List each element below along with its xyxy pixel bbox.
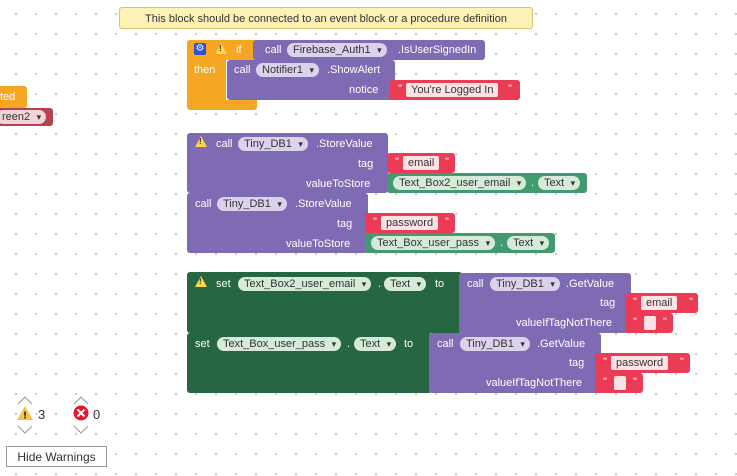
getter-property-dropdown[interactable]: Text — [538, 176, 581, 190]
set-target-dropdown[interactable]: Text_Box2_user_email — [238, 277, 372, 291]
default-value[interactable] — [644, 316, 656, 330]
value-to-store-label: valueToStore — [286, 238, 351, 250]
store-method: .StoreValue — [316, 138, 373, 150]
tag-value[interactable]: email — [641, 296, 678, 310]
set-label: set — [195, 338, 210, 350]
warning-prev-chevron-icon[interactable] — [17, 395, 33, 405]
tag-value[interactable]: email — [403, 156, 440, 170]
tag-label: tag — [337, 218, 353, 230]
notice-value[interactable]: You're Logged In — [406, 83, 499, 97]
tag-label: tag — [569, 357, 585, 369]
svg-text:!: ! — [23, 411, 28, 422]
open-quote: " — [633, 316, 637, 328]
set-property-dropdown[interactable]: Text — [384, 277, 427, 291]
call-label: call — [216, 138, 233, 150]
store-component-dropdown[interactable]: Tiny_DB1 — [217, 197, 287, 211]
set-label: set — [216, 278, 231, 290]
warning-tooltip: This block should be connected to an eve… — [119, 7, 533, 29]
store-method: .StoreValue — [295, 198, 352, 210]
warning-icon: ! — [195, 276, 207, 287]
value-to-store-label: valueToStore — [306, 178, 371, 190]
tag-value[interactable]: password — [381, 216, 439, 230]
open-quote: " — [603, 376, 607, 388]
firebase-method: .IsUserSignedIn — [398, 44, 477, 56]
firebase-component-dropdown[interactable]: Firebase_Auth1 — [287, 43, 387, 57]
hide-warnings-button[interactable]: Hide Warnings — [6, 446, 107, 467]
default-label: valueIfTagNotThere — [486, 377, 582, 389]
partial-screen-block[interactable]: reen2 — [0, 108, 53, 126]
tag-value[interactable]: password — [611, 356, 669, 370]
close-quote: " — [445, 216, 449, 228]
getvalue-component-dropdown[interactable]: Tiny_DB1 — [460, 337, 530, 351]
warning-icon: ! — [215, 43, 227, 54]
default-value[interactable] — [614, 376, 626, 390]
notifier-component-dropdown[interactable]: Notifier1 — [256, 63, 319, 77]
tag-label: tag — [600, 297, 616, 309]
errors-count: 0 — [93, 407, 101, 422]
call-label: call — [265, 44, 282, 56]
getter-component-dropdown[interactable]: Text_Box_user_pass — [371, 236, 496, 250]
open-quote: " — [633, 296, 637, 308]
dot: . — [500, 237, 504, 249]
if-label: if — [236, 44, 242, 56]
notifier-method: .ShowAlert — [327, 64, 381, 76]
close-quote: " — [680, 356, 684, 368]
open-quote: " — [395, 156, 399, 168]
dot: . — [378, 278, 382, 290]
getvalue-method: .GetValue — [566, 278, 615, 290]
getter-property-dropdown[interactable]: Text — [507, 236, 550, 250]
warning-icon: ! — [195, 136, 207, 147]
open-quote: " — [373, 216, 377, 228]
error-next-chevron-icon[interactable] — [73, 425, 89, 435]
dot: . — [347, 338, 351, 350]
then-label: then — [194, 64, 216, 76]
getvalue-method: .GetValue — [537, 338, 586, 350]
event-label: ted — [0, 91, 16, 103]
set-property-dropdown[interactable]: Text — [354, 337, 397, 351]
close-quote: " — [445, 156, 449, 168]
gear-icon[interactable]: ⚙ — [194, 43, 206, 55]
open-quote: " — [603, 356, 607, 368]
partial-event-block[interactable]: ted — [0, 86, 27, 108]
close-quote: " — [689, 296, 693, 308]
close-quote: " — [633, 376, 637, 388]
screen-dropdown[interactable]: reen2 — [0, 110, 47, 124]
error-icon — [73, 405, 89, 421]
getvalue-component-dropdown[interactable]: Tiny_DB1 — [490, 277, 560, 291]
error-prev-chevron-icon[interactable] — [73, 395, 89, 405]
to-label: to — [404, 338, 414, 350]
warnings-count: 3 — [38, 407, 46, 422]
notice-label: notice — [349, 84, 379, 96]
warning-next-chevron-icon[interactable] — [17, 425, 33, 435]
close-quote: " — [663, 316, 667, 328]
store-component-dropdown[interactable]: Tiny_DB1 — [238, 137, 308, 151]
close-quote: " — [508, 83, 512, 95]
call-label: call — [195, 198, 212, 210]
warning-triangle-icon: ! — [17, 406, 33, 422]
getter-component-dropdown[interactable]: Text_Box2_user_email — [393, 176, 527, 190]
open-quote: " — [398, 83, 402, 95]
to-label: to — [435, 278, 445, 290]
call-label: call — [467, 278, 484, 290]
notifier-call-label: call — [234, 64, 251, 76]
default-label: valueIfTagNotThere — [516, 317, 612, 329]
call-label: call — [437, 338, 454, 350]
tag-label: tag — [358, 158, 374, 170]
set-target-dropdown[interactable]: Text_Box_user_pass — [217, 337, 342, 351]
dot: . — [531, 177, 535, 189]
